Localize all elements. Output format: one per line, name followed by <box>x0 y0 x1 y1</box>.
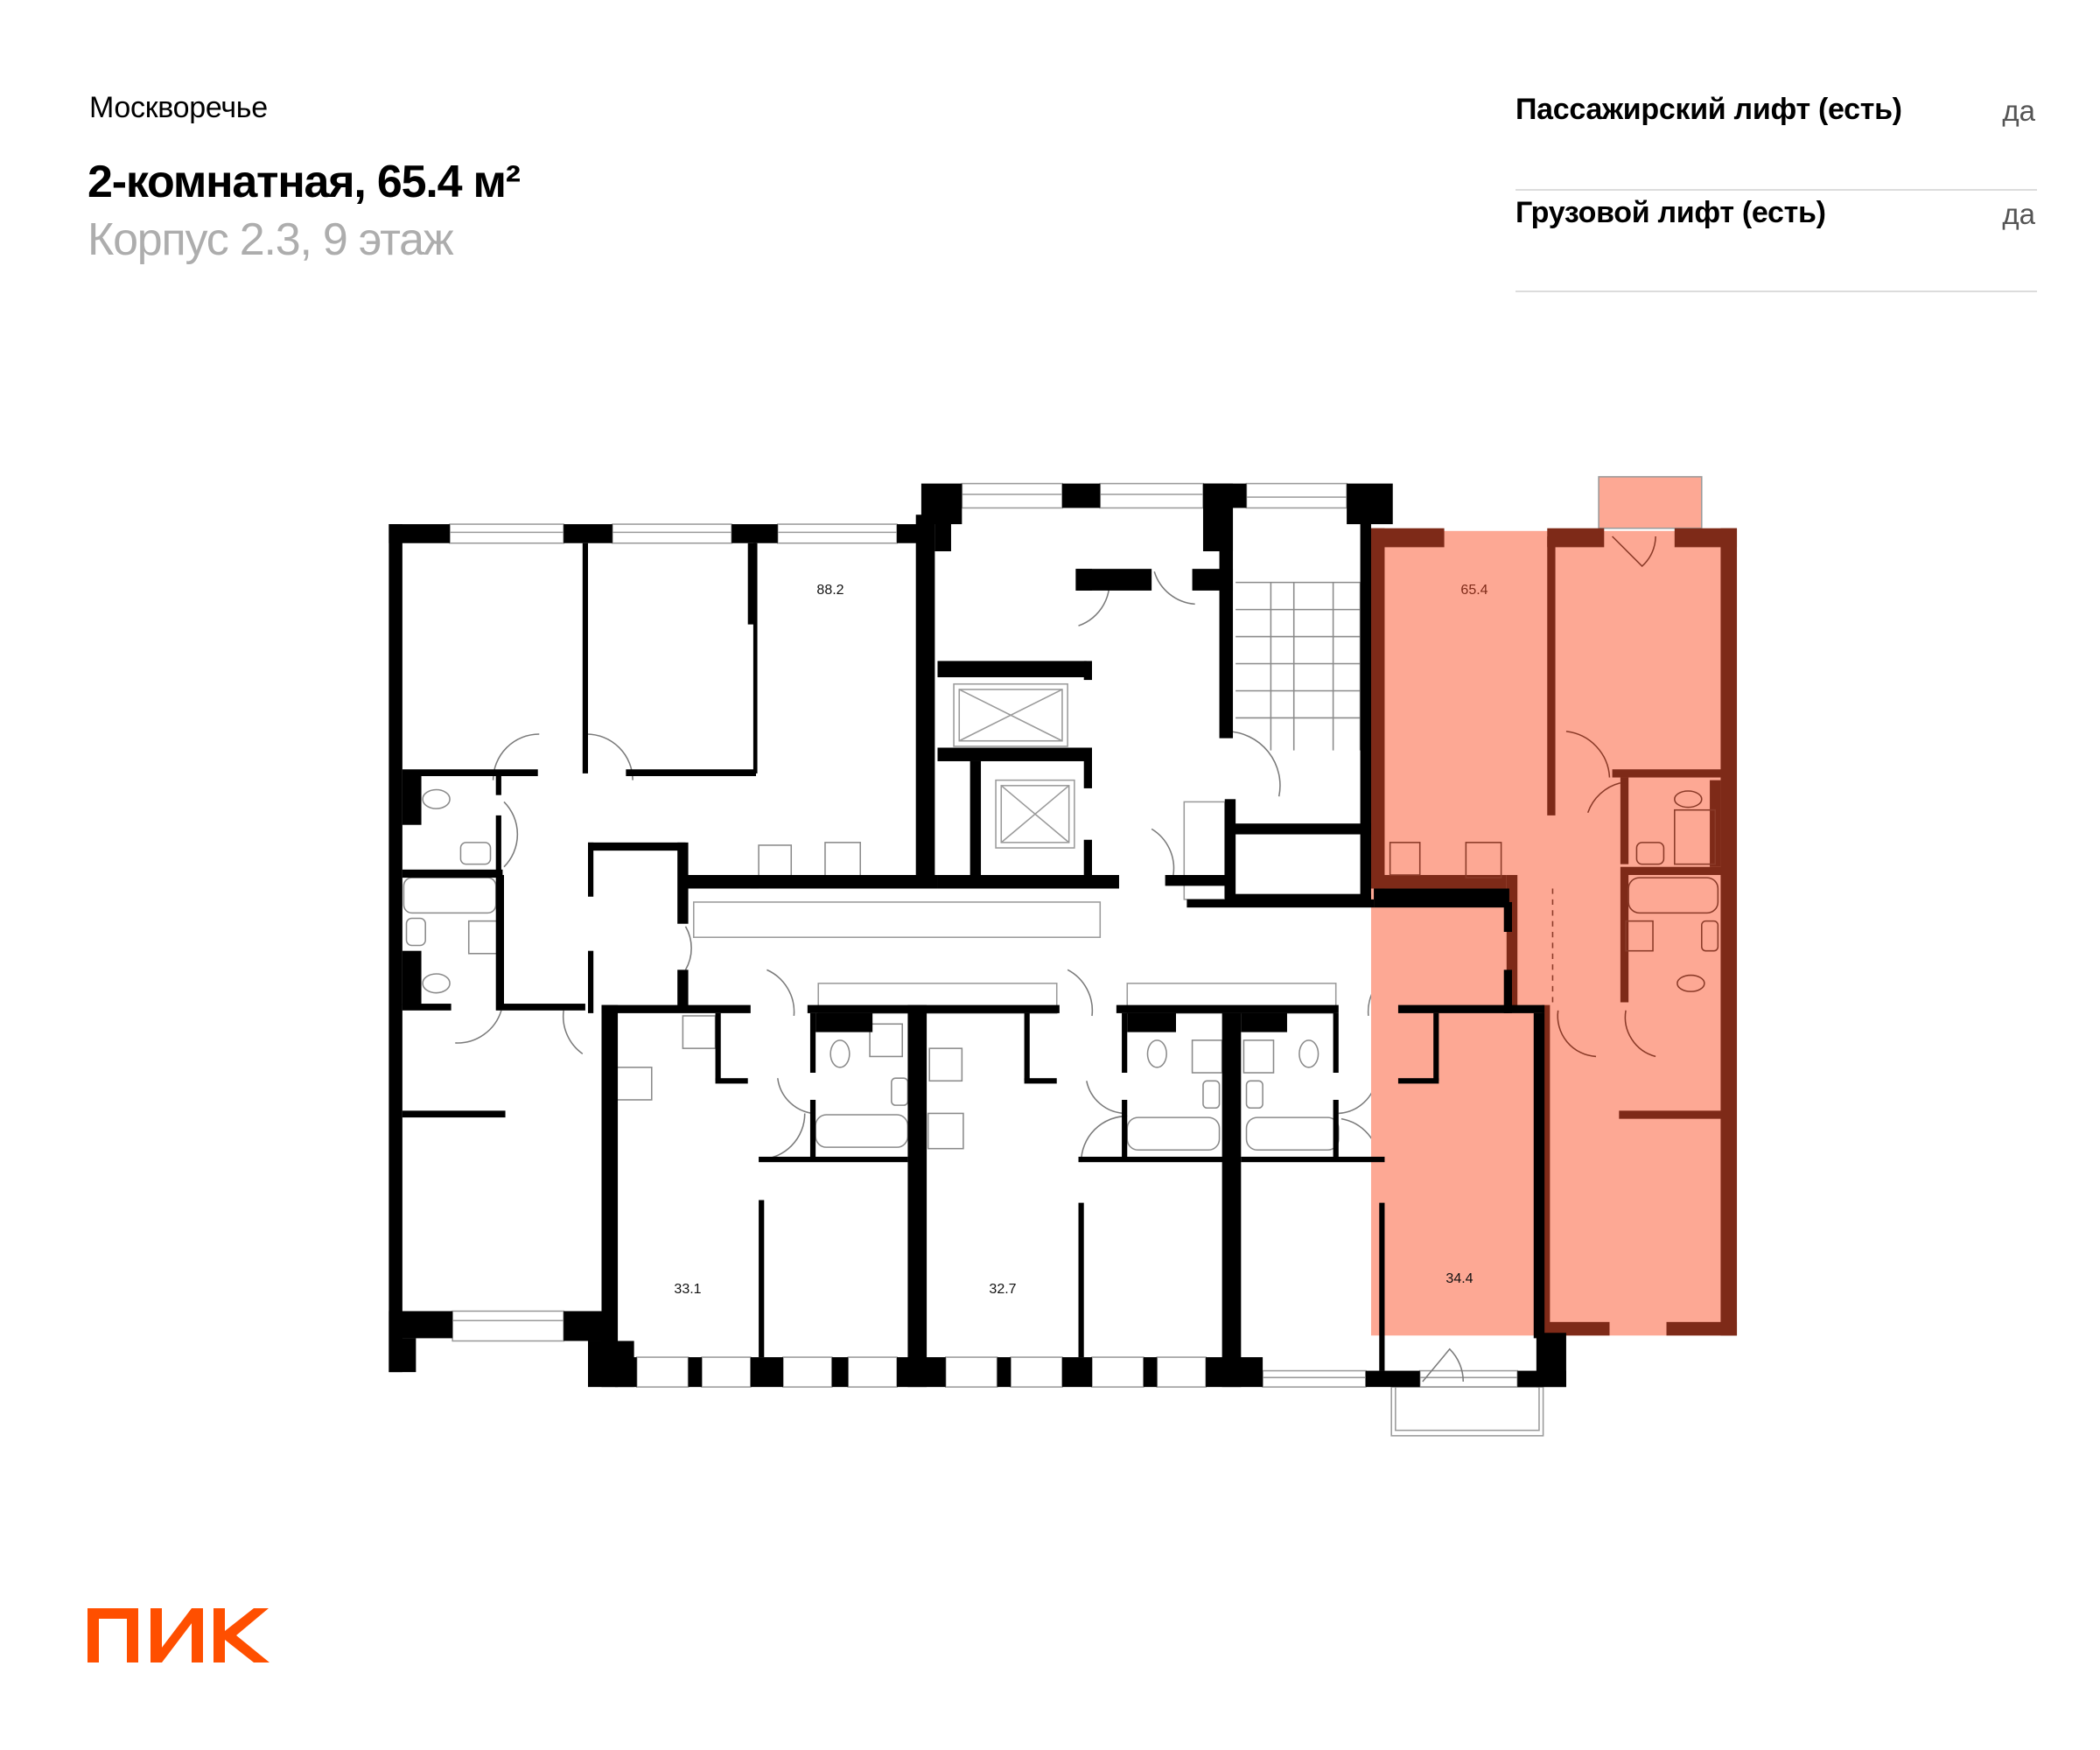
feature-freight-lift: Грузовой лифт (есть) да <box>1516 191 2037 292</box>
pik-logo: ПИК <box>88 1608 270 1662</box>
apartment-title: 2-комнатная, 65.4 м² <box>88 157 521 207</box>
feature-label: Грузовой лифт (есть) <box>1516 196 1826 229</box>
selected-apartment-area-label[interactable]: 65.4 <box>1460 583 1488 598</box>
apartment-area-label[interactable]: 34.4 <box>1446 1271 1474 1286</box>
project-name: Москворечье <box>89 91 268 124</box>
apartment-area-label[interactable]: 32.7 <box>989 1282 1017 1297</box>
features-list: Пассажирский лифт (есть) да Грузовой лиф… <box>1516 88 2037 292</box>
feature-label: Пассажирский лифт (есть) <box>1516 93 1902 126</box>
apartment-area-label[interactable]: 88.2 <box>816 583 844 598</box>
feature-passenger-lift: Пассажирский лифт (есть) да <box>1516 88 2037 191</box>
building-floor-subtitle: Корпус 2.3, 9 этаж <box>88 214 454 265</box>
apartment-area-label[interactable]: 33.1 <box>674 1282 702 1297</box>
feature-value: да <box>2002 94 2035 127</box>
feature-value: да <box>2002 198 2035 230</box>
